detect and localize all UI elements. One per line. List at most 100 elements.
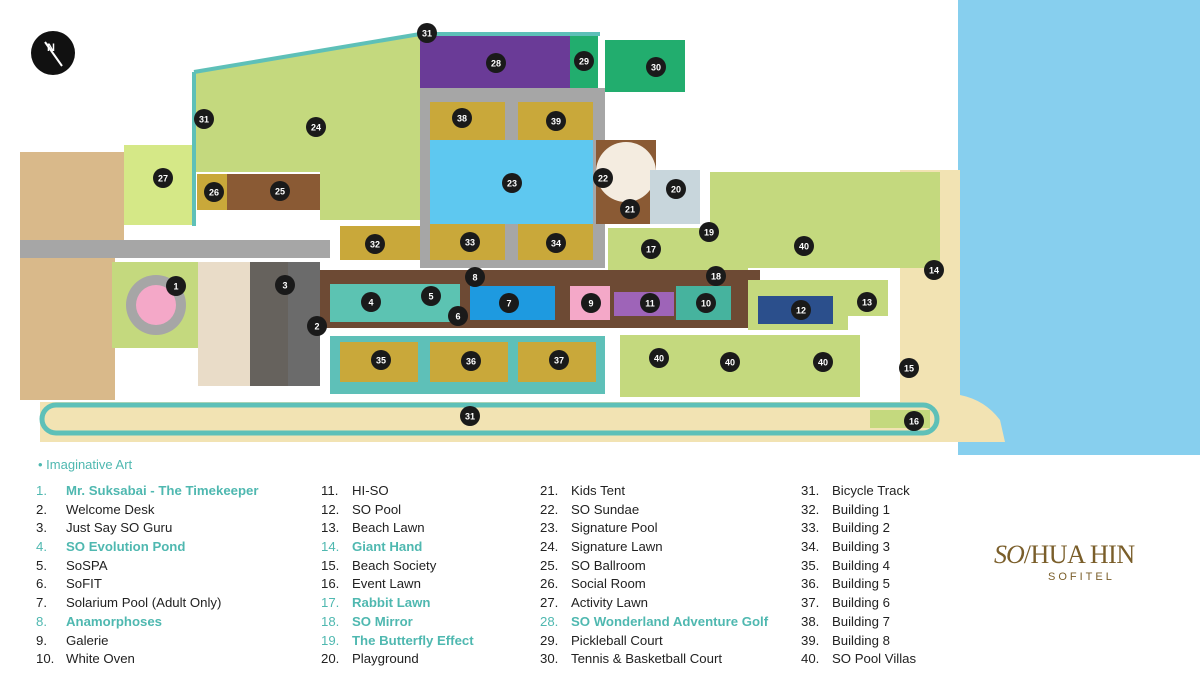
map-marker-circle [620,199,640,219]
map-marker[interactable]: 8 [465,267,485,287]
legend-label: Giant Hand [352,539,423,555]
map-marker-circle [899,358,919,378]
map-marker-circle [421,286,441,306]
map-marker[interactable]: 9 [581,293,601,313]
legend-item: 21.Kids Tent [540,483,768,502]
map-marker[interactable]: 40 [720,352,740,372]
map-marker-circle [581,293,601,313]
map-marker[interactable]: 30 [646,57,666,77]
legend-item: 20.Playground [321,651,474,670]
map-marker[interactable]: 37 [549,350,569,370]
map-marker[interactable]: 40 [649,348,669,368]
map-marker-circle [546,111,566,131]
legend-number: 13. [321,520,340,536]
map-marker[interactable]: 33 [460,232,480,252]
legend-label: Rabbit Lawn [352,595,431,611]
map-marker[interactable]: 15 [899,358,919,378]
legend-label: SoSPA [66,557,108,573]
map-marker[interactable]: 20 [666,179,686,199]
map-marker[interactable]: 12 [791,300,811,320]
legend-label: Welcome Desk [66,501,155,517]
legend-item: 9.Galerie [36,633,259,652]
map-marker[interactable]: 31 [417,23,437,43]
map-marker[interactable]: 40 [794,236,814,256]
map-marker[interactable]: 25 [270,181,290,201]
map-marker[interactable]: 14 [924,260,944,280]
map-marker[interactable]: 11 [640,293,660,313]
map-marker-circle [166,276,186,296]
legend-item: 34.Building 3 [801,539,916,558]
legend-label: SO Ballroom [571,557,646,573]
legend-number: 31. [801,483,820,498]
legend-item: 36.Building 5 [801,576,916,595]
map-marker[interactable]: 31 [194,109,214,129]
map-marker[interactable]: 29 [574,51,594,71]
legend-item: 17.Rabbit Lawn [321,595,474,614]
legend-number: 38. [801,613,820,629]
map-marker[interactable]: 28 [486,53,506,73]
map-marker[interactable]: 34 [546,233,566,253]
map-marker[interactable]: 1 [166,276,186,296]
legend-number: 34. [801,539,820,555]
map-marker-circle [361,292,381,312]
map-marker[interactable]: 22 [593,168,613,188]
legend-item: 15. Beach Society [321,558,474,577]
map-marker[interactable]: 6 [448,306,468,326]
map-marker-circle [924,260,944,280]
map-marker-circle [640,293,660,313]
map-marker[interactable]: 40 [813,352,833,372]
map-marker[interactable]: 18 [706,266,726,286]
map-marker-circle [646,57,666,77]
map-marker-circle [371,350,391,370]
map-marker[interactable]: 19 [699,222,719,242]
map-marker[interactable]: 36 [461,351,481,371]
legend-label: Social Room [571,576,646,592]
legend-label: Building 8 [832,632,890,648]
map-marker[interactable]: 5 [421,286,441,306]
map-marker-label: 26 [209,188,219,198]
map-marker[interactable]: 26 [204,182,224,202]
map-marker[interactable]: 24 [306,117,326,137]
legend-label: SO Pool [352,501,402,517]
legend-item: 8.Anamorphoses [36,614,259,633]
map-marker[interactable]: 16 [904,411,924,431]
legend-label: The Butterfly Effect [352,632,474,648]
legend-label: Beach Society [352,557,437,573]
map-marker[interactable]: 35 [371,350,391,370]
map-marker[interactable]: 27 [153,168,173,188]
map-marker[interactable]: 31 [460,406,480,426]
map-marker[interactable]: 38 [452,108,472,128]
map-marker-circle [794,236,814,256]
map-marker-circle [465,267,485,287]
map-marker[interactable]: 7 [499,293,519,313]
map-marker[interactable]: 21 [620,199,640,219]
map-marker-label: 31 [422,29,432,39]
legend-number: 1. [36,483,47,498]
legend-item: 13.Beach Lawn [321,520,474,539]
map-marker[interactable]: 39 [546,111,566,131]
map-marker[interactable]: 4 [361,292,381,312]
map-marker-label: 28 [491,59,501,69]
legend-label: Bicycle Track [832,483,910,498]
legend-number: 15. [321,557,340,573]
legend-number: 3. [36,520,47,536]
legend-item: 38.Building 7 [801,614,916,633]
map-marker-circle [194,109,214,129]
map-marker-circle [452,108,472,128]
map-marker[interactable]: 13 [857,292,877,312]
map-marker[interactable]: 23 [502,173,522,193]
map-marker[interactable]: 17 [641,239,661,259]
legend-item: 32.Building 1 [801,502,916,521]
map-marker-label: 13 [862,298,872,308]
legend-number: 28. [540,613,559,629]
map-marker[interactable]: 32 [365,234,385,254]
map-marker[interactable]: 10 [696,293,716,313]
legend-label: Activity Lawn [571,595,648,611]
map-marker-label: 33 [465,238,475,248]
map-marker[interactable]: 2 [307,316,327,336]
map-marker-circle [460,232,480,252]
map-marker[interactable]: 3 [275,275,295,295]
map-marker-circle [904,411,924,431]
legend-item: 14.Giant Hand [321,539,474,558]
